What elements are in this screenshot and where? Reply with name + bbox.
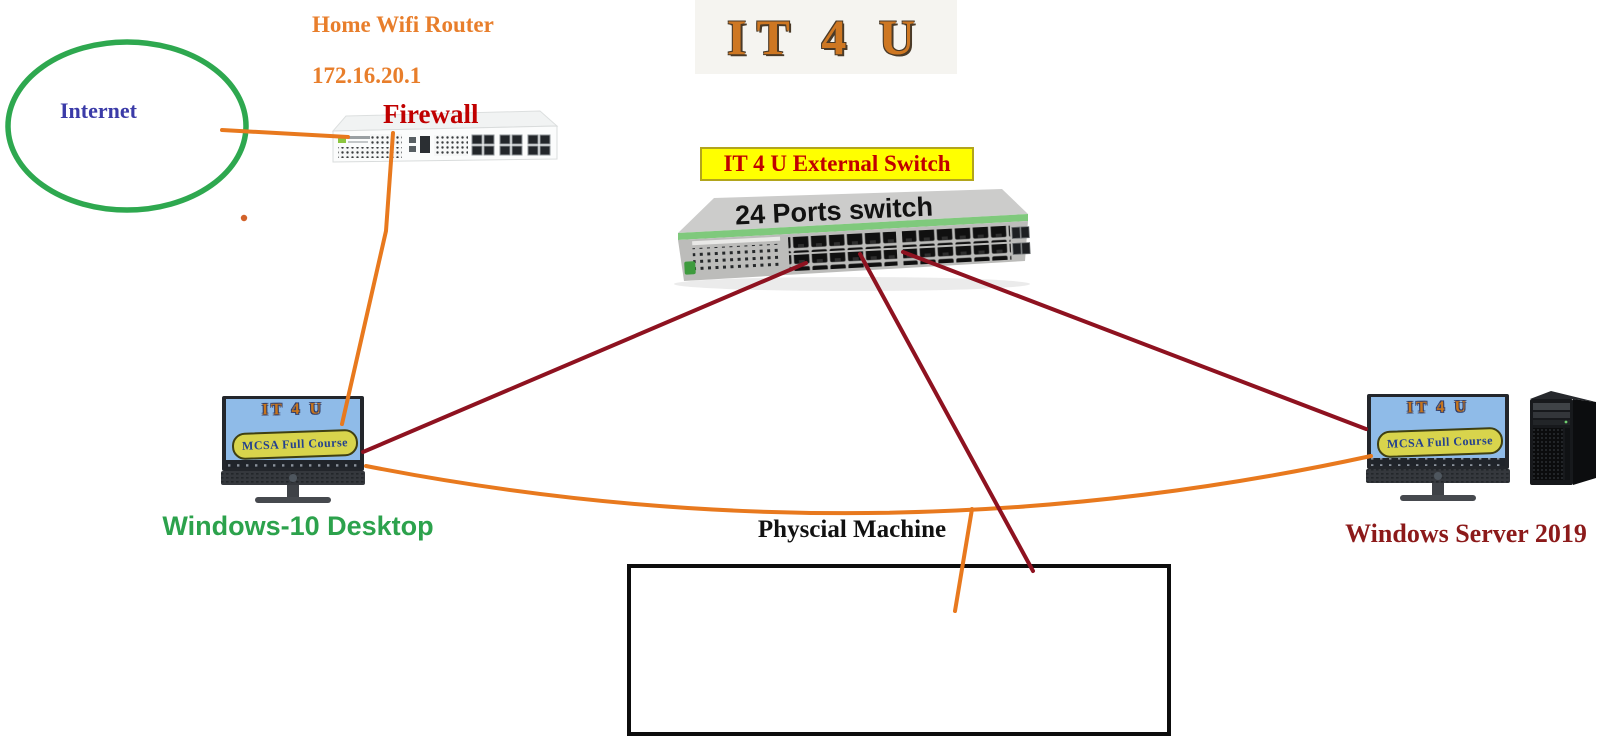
stray-dot bbox=[240, 214, 248, 222]
home-wifi-router-label: Home Wifi Router bbox=[312, 12, 494, 37]
it4u-logo: IT 4 U bbox=[695, 0, 957, 74]
cable-desktop-server bbox=[364, 454, 1373, 516]
server-tower-icon bbox=[1530, 391, 1596, 485]
desktop-screen-banner: MCSA Full Course bbox=[231, 428, 359, 461]
cable-branch-physical-machine bbox=[953, 507, 974, 613]
firewall-device-icon bbox=[331, 110, 559, 163]
server-screen-banner: MCSA Full Course bbox=[1376, 426, 1504, 459]
external-switch-banner: IT 4 U External Switch bbox=[700, 147, 974, 181]
cable-internet-firewall bbox=[220, 128, 350, 139]
it4u-logo-text: IT 4 U bbox=[726, 9, 925, 65]
internet-label: Internet bbox=[60, 98, 137, 123]
server-screen-logo: IT 4 U bbox=[1406, 398, 1470, 417]
windows-server-label: Windows Server 2019 bbox=[1345, 519, 1587, 548]
internet-cloud bbox=[5, 39, 249, 213]
windows-desktop-label: Windows-10 Desktop bbox=[162, 511, 434, 541]
cable-switch-desktop bbox=[361, 261, 808, 454]
cable-switch-server bbox=[901, 250, 1368, 431]
firewall-label: Firewall bbox=[383, 99, 479, 129]
router-ip-label: 172.16.20.1 bbox=[312, 63, 422, 88]
cable-firewall-desktop bbox=[340, 131, 395, 426]
physical-machine-box bbox=[627, 564, 1171, 736]
cable-switch-physical-machine bbox=[858, 252, 1035, 573]
physical-machine-label: Physcial Machine bbox=[757, 516, 947, 543]
connection-lines bbox=[220, 128, 1373, 613]
desktop-screen-logo: IT 4 U bbox=[261, 400, 325, 419]
